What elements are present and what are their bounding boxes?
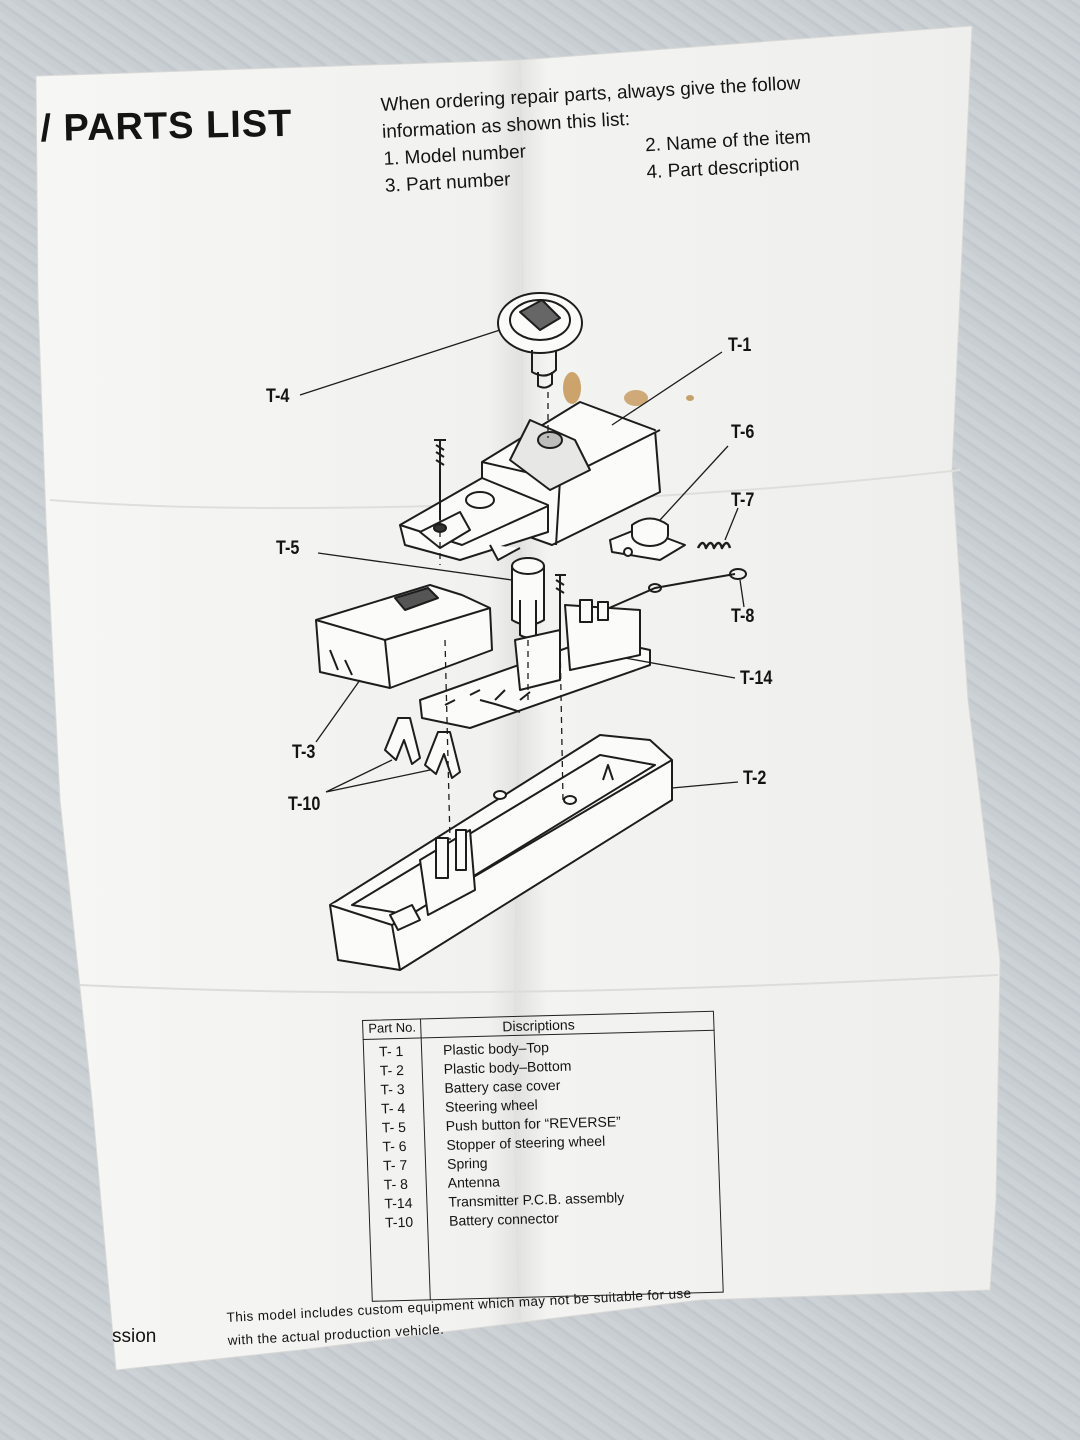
description-cell: Battery case cover: [444, 1076, 561, 1096]
cut-off-edge-text: ssion: [112, 1326, 157, 1347]
stopper-part: [609, 517, 686, 561]
page-title: / PARTS LIST: [40, 102, 293, 150]
table-header-part-no: Part No.: [368, 1019, 417, 1036]
part-number-cell: T- 4: [380, 1099, 406, 1117]
assembly-guide-lines: [439, 392, 564, 841]
table-header-descriptions: Discriptions: [502, 1016, 575, 1035]
part-number-cell: T- 1: [378, 1042, 404, 1060]
callout-t14: T-14: [740, 668, 773, 689]
part-number-cell: T-10: [384, 1213, 414, 1231]
part-number-cell: T- 6: [382, 1137, 407, 1155]
antenna-part: [599, 573, 736, 613]
callout-t5: T-5: [276, 538, 300, 559]
plastic-body-bottom-part: [329, 734, 673, 971]
exploded-diagram: [299, 292, 747, 971]
battery-cover-part: [315, 584, 493, 689]
callout-t6: T-6: [731, 422, 755, 443]
callout-t4: T-4: [266, 386, 290, 407]
screw-mid: [555, 574, 566, 640]
callout-t10: T-10: [288, 794, 321, 815]
callout-t8: T-8: [731, 606, 755, 627]
part-number-cell: T- 8: [383, 1175, 409, 1193]
fold-crease-lower: [79, 974, 999, 994]
ordering-instructions: When ordering repair parts, always give …: [380, 70, 813, 200]
callout-t1: T-1: [728, 335, 752, 356]
pcb-part: [419, 599, 651, 729]
part-number-cell: T- 7: [382, 1156, 408, 1174]
callout-t7: T-7: [731, 490, 755, 511]
part-number-cell: T- 5: [381, 1118, 407, 1136]
part-number-cell: T-14: [384, 1194, 413, 1212]
description-cell: Battery connector: [448, 1209, 560, 1229]
description-cell: Antenna: [447, 1173, 501, 1191]
callout-t2: T-2: [743, 768, 767, 789]
part-number-cell: T- 3: [380, 1080, 405, 1098]
plastic-body-top-part: [399, 401, 661, 561]
steering-wheel-part: [497, 292, 583, 389]
description-cell: Spring: [446, 1154, 488, 1172]
battery-connector-parts: [384, 717, 461, 779]
callout-t3: T-3: [292, 742, 316, 763]
screw-top: [434, 439, 446, 520]
spring-part: [696, 541, 732, 550]
leader-lines: [299, 329, 745, 793]
fold-crease-vertical: [514, 59, 524, 1321]
part-number-cell: T- 2: [379, 1061, 405, 1079]
